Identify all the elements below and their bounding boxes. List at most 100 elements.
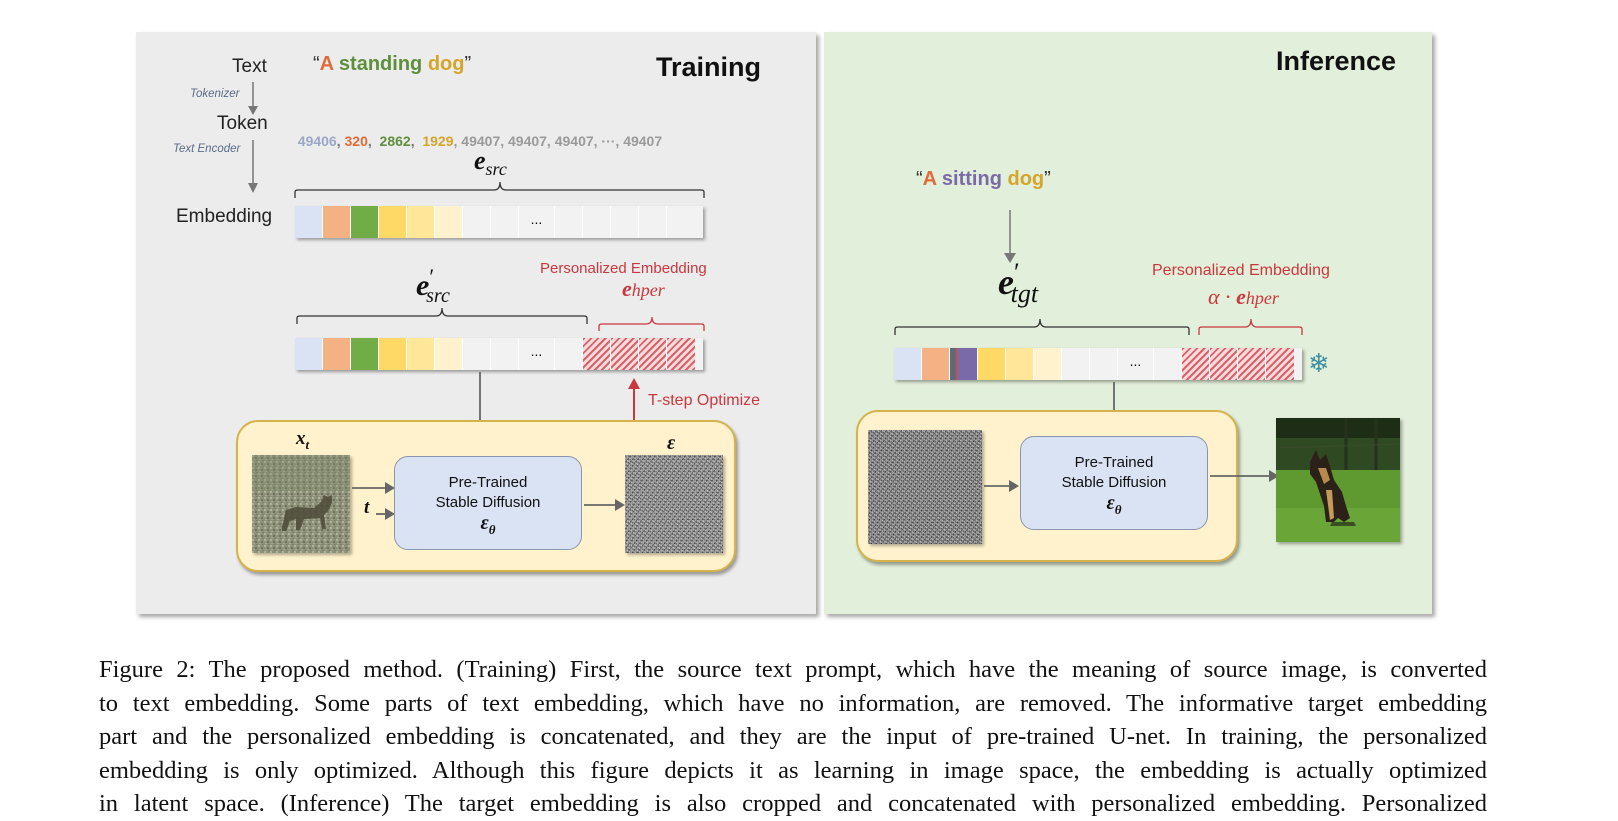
e-prime-tgt-symbol: e′tgt xyxy=(998,258,1038,309)
e-src-sub: src xyxy=(485,159,507,180)
prompt-word-a: A xyxy=(319,53,334,75)
training-e-hper-sub: hper xyxy=(631,280,665,300)
noise-to-network-arrow xyxy=(984,480,1019,492)
e-prime-tgt-mark: ′ xyxy=(1013,258,1020,287)
t-symbol: t xyxy=(364,497,370,518)
personalized-cell xyxy=(1266,348,1294,380)
token-sep-1: , xyxy=(367,133,380,149)
caption-line-5: in latent space. (Inference) The target … xyxy=(99,790,1487,817)
inference-net-line1: Pre-Trained xyxy=(1074,454,1154,471)
token-label: Token xyxy=(217,113,268,134)
embedding-cell xyxy=(463,338,491,370)
inf-prompt-word-sitting: sitting xyxy=(936,168,1002,190)
training-personalized-label: Personalized Embedding xyxy=(540,260,707,277)
prompt-word-dog: dog xyxy=(422,53,465,75)
training-title: Training xyxy=(656,52,762,82)
figure-caption: Figure 2: The proposed method. (Training… xyxy=(99,653,1487,821)
embedding-cell xyxy=(295,206,323,238)
personalized-cell xyxy=(583,338,611,370)
embedding-cell xyxy=(351,338,379,370)
embedding-cell xyxy=(667,206,695,238)
training-net-eps-base: ε xyxy=(480,512,489,534)
embedding-label: Embedding xyxy=(176,206,273,227)
inference-stable-diffusion-block: Pre-Trained Stable Diffusion εθ xyxy=(1020,436,1208,530)
training-hper-brace xyxy=(598,316,705,331)
training-net-eps-sub: θ xyxy=(488,522,496,537)
training-net-eps: εθ xyxy=(395,513,581,540)
e-prime-tgt-sub: tgt xyxy=(1010,279,1039,309)
e-src-brace xyxy=(294,181,705,198)
token-sep-2: , xyxy=(410,133,423,149)
e-prime-tgt-base: e xyxy=(998,262,1014,302)
inference-personalized-label: Personalized Embedding xyxy=(1152,262,1330,279)
initial-noise-image xyxy=(868,430,982,544)
text-encoder-label: Text Encoder xyxy=(173,143,241,155)
training-net-line1: Pre-Trained xyxy=(448,474,528,491)
prompt-close-quote: ” xyxy=(464,53,472,75)
embedding-cell xyxy=(1062,348,1090,380)
embedding-cell xyxy=(463,206,491,238)
e-prime-src-mark: ′ xyxy=(429,264,435,289)
prompt-to-embedding-arrow xyxy=(1004,210,1016,263)
e-src-symbol: esrc xyxy=(474,146,507,180)
personalized-cell xyxy=(667,338,695,370)
xt-base: x xyxy=(296,428,306,449)
inf-prompt-open-quote: “ xyxy=(916,168,923,190)
token-sep-0: , xyxy=(336,133,345,149)
embedding-ellipsis: ... xyxy=(1118,348,1154,380)
output-sitting-dog-image xyxy=(1276,418,1400,542)
e-prime-src-base: e xyxy=(416,269,430,302)
personalized-cell xyxy=(1182,348,1210,380)
inf-prompt-word-dog: dog xyxy=(1001,168,1045,190)
embedding-cell xyxy=(583,206,611,238)
network-to-output-arrow xyxy=(1210,470,1279,482)
embedding-cell xyxy=(1034,348,1062,380)
embedding-cell xyxy=(555,338,583,370)
tokenizer-label: Tokenizer xyxy=(190,88,240,100)
inf-e-hper-base: e xyxy=(1236,284,1246,309)
caption-line-1: Figure 2: The proposed method. (Training… xyxy=(99,656,1487,683)
noisy-dog-image xyxy=(252,455,350,553)
inference-prompt: “A sitting dog” xyxy=(916,168,1051,191)
embedding-cell xyxy=(407,206,435,238)
embedding-ellipsis: ... xyxy=(519,338,555,370)
alpha-e-hper-symbol: α · ehper xyxy=(1208,284,1279,310)
inf-e-hper-sub: hper xyxy=(1245,288,1279,308)
embedding-cell xyxy=(1154,348,1182,380)
inf-prompt-close-quote: ” xyxy=(1044,168,1051,190)
embedding-cell xyxy=(491,206,519,238)
embedding-cell xyxy=(555,206,583,238)
embedding-cell xyxy=(435,338,463,370)
tokenizer-arrow xyxy=(248,82,258,115)
caption-line-4: embedding is only optimized. Although th… xyxy=(99,756,1487,784)
e-prime-src-sub: src xyxy=(426,285,450,307)
embedding-cell xyxy=(379,206,407,238)
embedding-cell xyxy=(894,348,922,380)
embedding-cell xyxy=(922,348,950,380)
embedding-cell xyxy=(491,338,519,370)
token-sequence: 49406, 320, 2862, 1929, 49407, 49407, 49… xyxy=(290,117,662,149)
optimize-label: T-step Optimize xyxy=(648,392,761,409)
personalized-cell xyxy=(1210,348,1238,380)
caption-line-2: to text embedding. Some parts of text em… xyxy=(99,689,1487,717)
embedding-cell xyxy=(351,206,379,238)
e-prime-src-symbol: e′src xyxy=(416,264,450,308)
embedding-cell xyxy=(1090,348,1118,380)
training-e-hper-symbol: ehper xyxy=(622,276,665,302)
embedding-ellipsis: ... xyxy=(519,206,555,238)
xt-to-network-arrow xyxy=(352,482,395,494)
personalized-cell xyxy=(1238,348,1266,380)
inference-net-eps-base: ε xyxy=(1106,492,1115,514)
token-3: 1929 xyxy=(422,133,454,149)
token-2: 2862 xyxy=(379,133,411,149)
embedding-cell xyxy=(407,338,435,370)
inference-title: Inference xyxy=(1276,46,1397,76)
token-0: 49406 xyxy=(297,133,337,149)
e-tgt-brace xyxy=(894,318,1190,335)
embedding-cell xyxy=(611,206,639,238)
snowflake-frozen-icon: ❄ xyxy=(1308,348,1330,378)
inference-net-eps-sub: θ xyxy=(1114,502,1122,517)
embedding-cell xyxy=(435,206,463,238)
training-prompt: “A standing dog” xyxy=(313,53,471,76)
training-e-hper-base: e xyxy=(622,276,632,301)
